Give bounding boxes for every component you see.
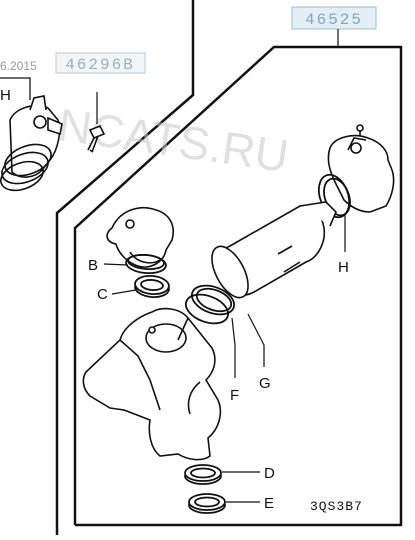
o-ring-b [125, 253, 167, 275]
o-ring-h [317, 173, 351, 219]
seal-d [184, 464, 222, 485]
part-number-main: 46525 [305, 11, 363, 29]
secondary-part-number-badge[interactable]: 46296B [55, 52, 146, 74]
part-number-secondary: 46296B [65, 56, 135, 74]
callout-c: C [97, 286, 108, 303]
callout-g: G [259, 375, 271, 392]
date-fragment: 6.2015 [0, 59, 37, 73]
piston-spool [211, 201, 337, 299]
o-ring-f [184, 293, 230, 325]
callout-h-inset: H [0, 87, 11, 104]
inset-valve-assembly [0, 77, 106, 192]
part-number-badge[interactable]: 46525 [291, 6, 377, 47]
callout-e: E [264, 495, 274, 512]
valve-body-upper-left [106, 206, 174, 268]
o-ring-g [190, 284, 236, 316]
inset-panel-border [55, 0, 195, 535]
valve-body-top [327, 124, 395, 213]
steering-gear-housing [82, 307, 222, 461]
callout-d: D [264, 465, 275, 482]
callout-b: B [88, 257, 98, 274]
callout-f: F [230, 387, 239, 404]
seal-c [134, 275, 170, 298]
leader-lines [103, 215, 346, 503]
seal-e [188, 493, 226, 514]
callout-h: H [338, 259, 349, 276]
diagram-code: 3QS3B7 [310, 499, 363, 514]
